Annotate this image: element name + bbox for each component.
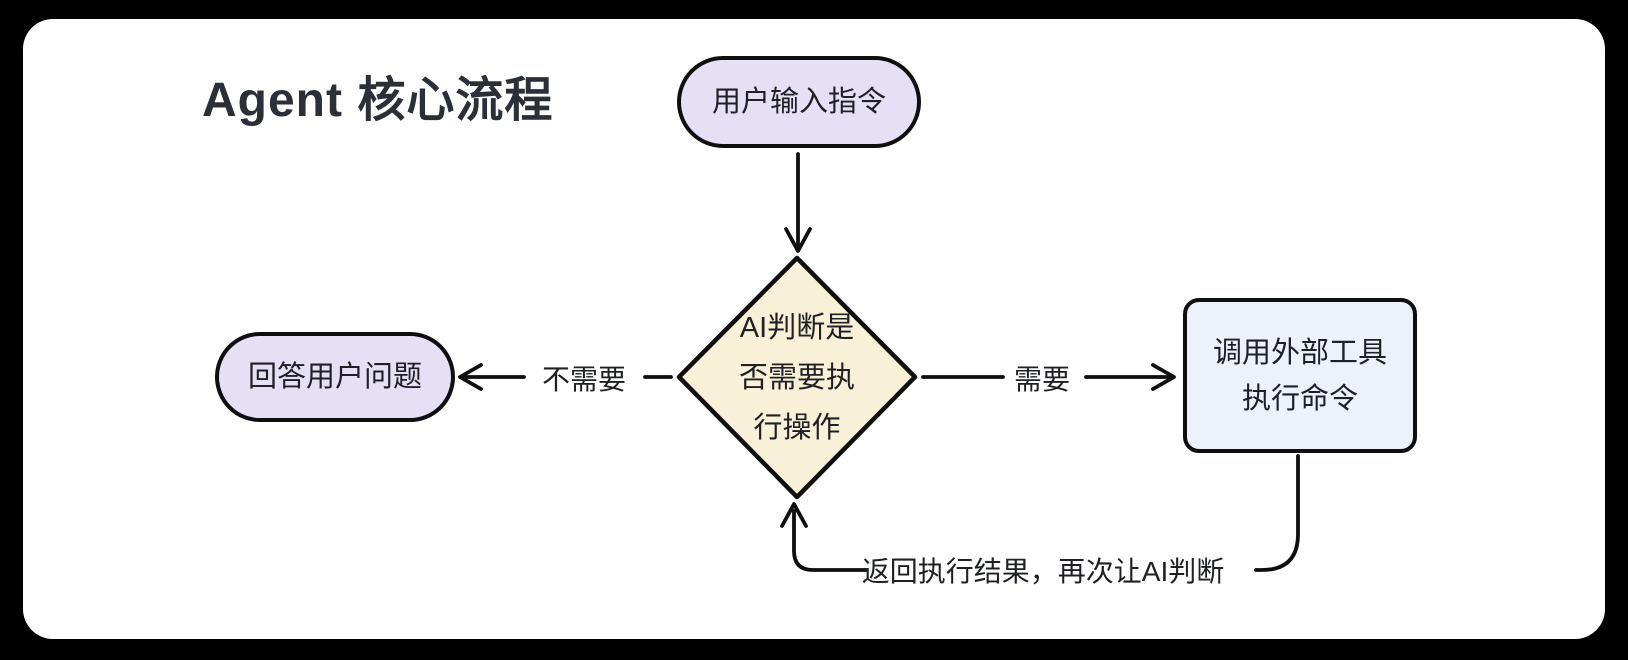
edge-decision-to-answer: [458, 363, 673, 391]
arrow-head-right-icon: [1151, 363, 1176, 391]
edge-label-needed: 需要: [1013, 364, 1071, 395]
node-answer-user-label: 回答用户问题: [247, 361, 422, 393]
arrow-head-down-icon: [784, 227, 812, 253]
edge-tool-to-decision-feedback: [780, 454, 1300, 572]
arrow-head-up-icon: [780, 502, 808, 528]
node-call-external-tool[interactable]: 调用外部工具 执行命令: [1183, 298, 1417, 453]
diagram-title: Agent 核心流程: [202, 74, 554, 127]
edge-label-not-needed: 不需要: [541, 364, 627, 395]
node-user-input[interactable]: 用户输入指令: [677, 56, 921, 148]
node-decision-label: AI判断是 否需要执 行操作: [738, 312, 855, 444]
node-call-external-tool-label: 调用外部工具 执行命令: [1212, 336, 1387, 415]
arrow-shaft: [1254, 454, 1300, 572]
edge-label-feedback: 返回执行结果，再次让AI判断: [861, 556, 1225, 587]
arrow-shaft: [792, 509, 868, 572]
node-answer-user[interactable]: 回答用户问题: [215, 332, 455, 422]
node-decision-shape[interactable]: [676, 255, 918, 500]
arrow-head-left-icon: [458, 363, 483, 391]
edge-start-to-decision: [784, 152, 812, 253]
node-user-input-label: 用户输入指令: [711, 86, 886, 118]
edge-decision-to-tool: [921, 363, 1176, 391]
